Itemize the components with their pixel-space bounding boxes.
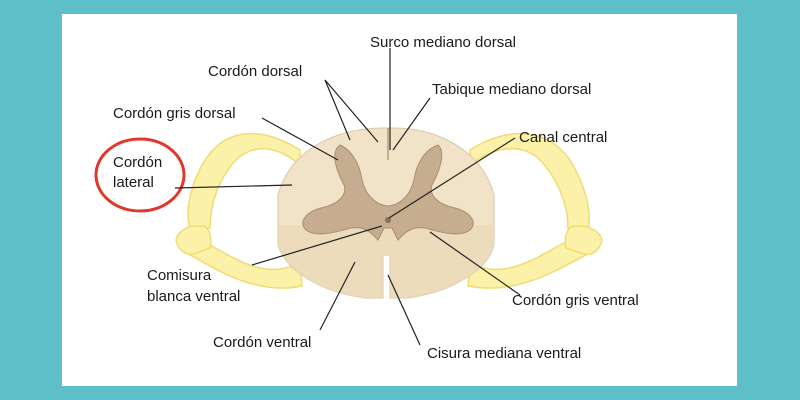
line-cordon-dorsal-2 xyxy=(324,79,379,143)
label-canal-central: Canal central xyxy=(519,129,608,146)
label-cordon-gris-dorsal: Cordón gris dorsal xyxy=(113,105,236,122)
right-spinal-nerve xyxy=(564,225,603,256)
label-cordon-dorsal: Cordón dorsal xyxy=(208,63,303,80)
highlight-circle xyxy=(94,137,186,213)
label-surco-mediano-dorsal: Surco mediano dorsal xyxy=(370,34,516,51)
line-cordon-gris-ventral xyxy=(429,231,521,296)
white-matter-shade xyxy=(278,225,494,298)
line-cordon-dorsal-1 xyxy=(324,79,351,141)
label-cordon-gris-ventral: Cordón gris ventral xyxy=(512,292,639,309)
label-cordon-lateral-line1: Cordón xyxy=(113,154,163,171)
label-cisura-mediana-ventral: Cisura mediana ventral xyxy=(427,345,582,362)
line-cordon-gris-dorsal xyxy=(261,117,339,161)
line-cordon-ventral xyxy=(319,261,356,331)
label-comisura-line1: Comisura xyxy=(147,267,212,284)
left-spinal-nerve xyxy=(175,225,212,256)
spinal-cord-cross-section xyxy=(277,127,495,299)
label-cordon-lateral-line2: lateral xyxy=(113,174,154,191)
nerve-roots xyxy=(175,132,603,289)
gray-matter xyxy=(302,144,474,241)
line-comisura xyxy=(251,225,383,266)
line-canal-central xyxy=(388,137,516,219)
line-cisura xyxy=(387,274,421,346)
label-comisura-line2: blanca ventral xyxy=(147,288,241,305)
label-cordon-ventral: Cordón ventral xyxy=(213,334,312,351)
central-canal xyxy=(385,217,391,223)
label-tabique-mediano-dorsal: Tabique mediano dorsal xyxy=(432,81,592,98)
leader-lines xyxy=(174,48,521,346)
line-cordon-lateral xyxy=(174,184,293,189)
line-tabique xyxy=(392,97,431,151)
